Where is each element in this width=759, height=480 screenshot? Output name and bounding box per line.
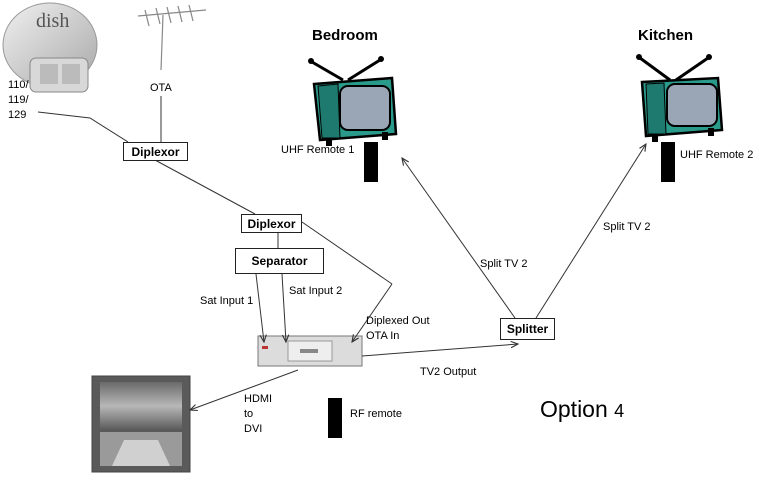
option-number: 4 <box>614 401 625 421</box>
satellite-label: 110/ 119/ 129 <box>8 79 29 121</box>
splitter-box: Splitter <box>500 318 555 340</box>
receiver-icon <box>257 335 363 367</box>
option-word: Option <box>540 396 608 422</box>
split-tv2-right-label: Split TV 2 <box>603 221 651 233</box>
uhf-remote-2-icon <box>661 142 675 182</box>
kitchen-tv-icon <box>636 54 724 142</box>
option-title: Option 4 <box>540 396 624 423</box>
satellite-dish-icon <box>2 2 98 93</box>
ota-label: OTA <box>150 82 172 94</box>
split-tv2-left-label: Split TV 2 <box>480 258 528 270</box>
bedroom-tv-icon <box>308 56 398 146</box>
uhf-remote-1-label: UHF Remote 1 <box>281 144 355 156</box>
sat-input-2-label: Sat Input 2 <box>289 285 343 297</box>
hdmi-label: HDMI to DVI <box>244 393 273 435</box>
diplexor-1-box: Diplexor <box>123 142 188 161</box>
rf-remote-label: RF remote <box>350 408 402 420</box>
uhf-remote-2-label: UHF Remote 2 <box>680 149 754 161</box>
separator-box: Separator <box>235 248 324 274</box>
ota-in-label: OTA In <box>366 330 400 342</box>
ota-antenna-icon <box>137 4 207 71</box>
sat-input-1-label: Sat Input 1 <box>200 295 254 307</box>
connection-lines <box>37 96 646 410</box>
kitchen-title: Kitchen <box>638 27 694 44</box>
flat-panel-tv-icon <box>91 375 191 473</box>
dish-logo: dish <box>36 10 70 32</box>
diplexor-2-box: Diplexor <box>241 214 302 233</box>
diplexed-out-label: Diplexed Out <box>366 315 430 327</box>
uhf-remote-1-icon <box>364 142 378 182</box>
tv2-output-label: TV2 Output <box>420 366 477 378</box>
rf-remote-icon <box>328 398 342 438</box>
bedroom-title: Bedroom <box>312 27 378 44</box>
